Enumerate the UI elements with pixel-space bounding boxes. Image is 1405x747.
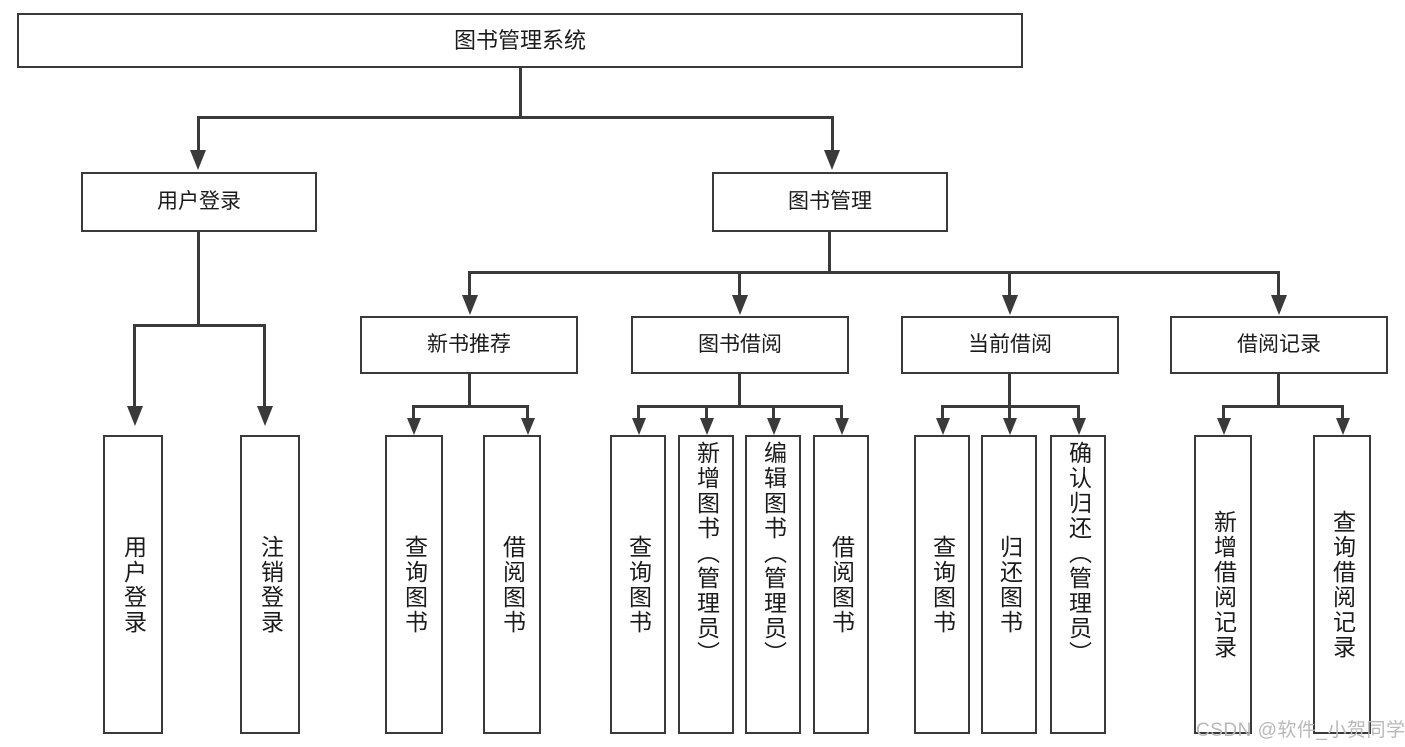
node-label: 编辑图书（管理员） xyxy=(760,441,787,666)
node-root-book-management-system[interactable]: 图书管理系统 xyxy=(17,13,1023,68)
arrow-bb-leaf-2 xyxy=(700,418,714,435)
connector-bm-drop-1 xyxy=(468,271,471,296)
node-label: 用户登录 xyxy=(157,189,241,213)
connector-root-drop-left xyxy=(197,116,200,150)
node-user-login[interactable]: 用户登录 xyxy=(81,172,317,232)
connector-cb-drop-2 xyxy=(1008,405,1011,419)
arrow-nbr-leaf-1 xyxy=(407,418,421,435)
connector-bb-drop-3 xyxy=(772,405,775,419)
leaf-cb-query-books[interactable]: 查询图书 xyxy=(914,435,970,734)
node-label: 图书管理 xyxy=(788,189,872,213)
connector-user-login-drop-1 xyxy=(133,324,136,406)
node-book-management[interactable]: 图书管理 xyxy=(712,172,948,232)
node-label: 图书借阅 xyxy=(698,332,782,356)
connector-cb-stem xyxy=(1008,374,1011,407)
node-label: 借阅图书 xyxy=(499,534,526,635)
connector-book-management-stem xyxy=(828,232,831,274)
leaf-cb-confirm-return-admin[interactable]: 确认归还（管理员） xyxy=(1050,435,1106,734)
leaf-cb-return-books[interactable]: 归还图书 xyxy=(981,435,1037,734)
arrow-bb-leaf-1 xyxy=(632,418,646,435)
connector-nbr-stem xyxy=(468,374,471,407)
node-label: 用户登录 xyxy=(120,534,147,635)
node-book-borrow[interactable]: 图书借阅 xyxy=(631,316,849,374)
connector-book-management-bar xyxy=(468,271,1280,274)
node-new-book-recommend[interactable]: 新书推荐 xyxy=(360,316,578,374)
connector-root-stem xyxy=(519,68,522,118)
arrow-to-book-management xyxy=(824,150,840,170)
connector-br-bar xyxy=(1222,405,1344,408)
node-label: 图书管理系统 xyxy=(453,27,586,53)
connector-cb-drop-1 xyxy=(941,405,944,419)
leaf-bb-add-book-admin[interactable]: 新增图书（管理员） xyxy=(678,435,734,734)
connector-bb-drop-1 xyxy=(637,405,640,419)
connector-cb-drop-3 xyxy=(1077,405,1080,419)
watermark-text: CSDN @软件_小贺同学 xyxy=(1196,720,1405,741)
connector-bb-drop-2 xyxy=(705,405,708,419)
leaf-bb-borrow-books[interactable]: 借阅图书 xyxy=(813,435,869,734)
node-label: 查询图书 xyxy=(401,534,428,635)
connector-br-drop-1 xyxy=(1222,405,1225,419)
leaf-logout[interactable]: 注销登录 xyxy=(240,435,300,734)
arrow-to-user-login xyxy=(190,150,206,170)
connector-user-login-drop-2 xyxy=(263,324,266,406)
node-label: 查询图书 xyxy=(929,534,956,635)
arrow-nbr-leaf-2 xyxy=(521,418,535,435)
connector-nbr-drop-1 xyxy=(412,405,415,419)
leaf-nbr-query-books[interactable]: 查询图书 xyxy=(385,435,443,734)
node-label: 借阅记录 xyxy=(1237,332,1321,356)
arrow-to-book-borrow xyxy=(732,295,748,315)
node-label: 确认归还（管理员） xyxy=(1065,441,1092,666)
arrow-bb-leaf-4 xyxy=(835,418,849,435)
connector-bb-stem xyxy=(738,374,741,407)
connector-br-drop-2 xyxy=(1341,405,1344,419)
arrow-br-leaf-1 xyxy=(1217,418,1231,435)
arrow-to-current-borrow xyxy=(1002,295,1018,315)
arrow-cb-leaf-3 xyxy=(1072,418,1086,435)
arrow-to-user-login-leaf xyxy=(127,406,143,426)
node-label: 新增图书（管理员） xyxy=(693,441,720,666)
connector-nbr-bar xyxy=(412,405,529,408)
arrow-bb-leaf-3 xyxy=(767,418,781,435)
node-current-borrow[interactable]: 当前借阅 xyxy=(901,316,1119,374)
connector-root-drop-right xyxy=(831,116,834,150)
arrow-to-logout-leaf xyxy=(257,406,273,426)
node-borrow-record[interactable]: 借阅记录 xyxy=(1170,316,1388,374)
connector-br-stem xyxy=(1277,374,1280,407)
connector-bb-bar xyxy=(637,405,843,408)
node-label: 当前借阅 xyxy=(968,332,1052,356)
connector-bm-drop-3 xyxy=(1008,271,1011,296)
leaf-br-add-record[interactable]: 新增借阅记录 xyxy=(1194,435,1252,734)
connector-bb-drop-4 xyxy=(840,405,843,419)
arrow-cb-leaf-1 xyxy=(936,418,950,435)
arrow-cb-leaf-2 xyxy=(1003,418,1017,435)
leaf-br-query-record[interactable]: 查询借阅记录 xyxy=(1313,435,1371,734)
arrow-to-borrow-record xyxy=(1271,295,1287,315)
connector-user-login-stem xyxy=(197,232,200,326)
leaf-bb-edit-book-admin[interactable]: 编辑图书（管理员） xyxy=(745,435,801,734)
connector-root-bar xyxy=(197,116,834,119)
connector-bm-drop-2 xyxy=(738,271,741,296)
leaf-user-login[interactable]: 用户登录 xyxy=(103,435,163,734)
node-label: 查询借阅记录 xyxy=(1329,509,1356,660)
node-label: 新书推荐 xyxy=(427,332,511,356)
leaf-nbr-borrow-books[interactable]: 借阅图书 xyxy=(483,435,541,734)
connector-bm-drop-4 xyxy=(1277,271,1280,296)
node-label: 新增借阅记录 xyxy=(1210,509,1237,660)
node-label: 查询图书 xyxy=(625,534,652,635)
connector-user-login-bar xyxy=(133,324,266,327)
arrow-br-leaf-2 xyxy=(1336,418,1350,435)
node-label: 注销登录 xyxy=(257,534,284,635)
arrow-to-new-book-recommend xyxy=(462,295,478,315)
connector-nbr-drop-2 xyxy=(526,405,529,419)
leaf-bb-query-books[interactable]: 查询图书 xyxy=(610,435,666,734)
node-label: 借阅图书 xyxy=(828,534,855,635)
node-label: 归还图书 xyxy=(996,534,1023,635)
